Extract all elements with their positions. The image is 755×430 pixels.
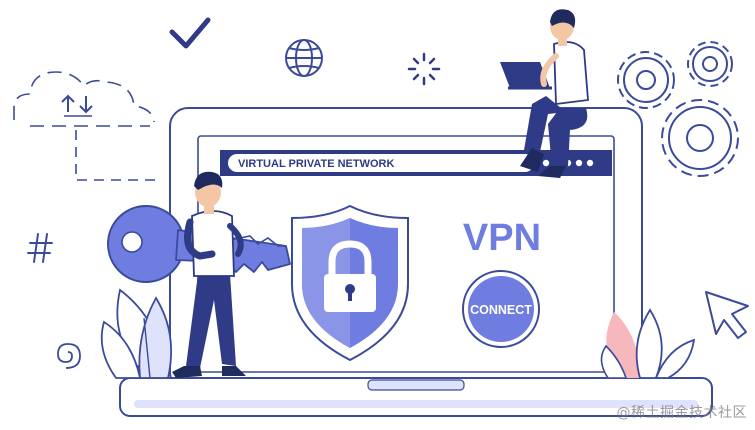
- hash-icon: [27, 233, 53, 263]
- leaf-plant-left: [100, 288, 173, 379]
- vpn-heading: VPN: [463, 217, 541, 259]
- connect-button[interactable]: CONNECT: [462, 270, 540, 348]
- check-icon: [169, 17, 211, 49]
- gear-icon: [617, 41, 739, 177]
- leaf-plant-right: [600, 308, 696, 379]
- man-standing-with-key: [172, 171, 246, 378]
- laptop-hinge: [367, 379, 465, 391]
- watermark: @稀土掘金技术社区: [616, 405, 747, 421]
- connect-button-label: CONNECT: [470, 303, 532, 317]
- address-field: [228, 154, 534, 172]
- banner-title: VIRTUAL PRIVATE NETWORK: [238, 158, 395, 170]
- padlock-icon: [324, 240, 376, 312]
- laptop-base-stripe: [134, 400, 698, 408]
- spiral-icon: [57, 343, 81, 369]
- man-sitting-with-laptop: [500, 9, 589, 178]
- globe-icon: [285, 39, 323, 77]
- sparkle-icon: [407, 52, 441, 86]
- cloud-sync-icon: [13, 71, 160, 181]
- cursor-arrow-icon: [705, 291, 749, 339]
